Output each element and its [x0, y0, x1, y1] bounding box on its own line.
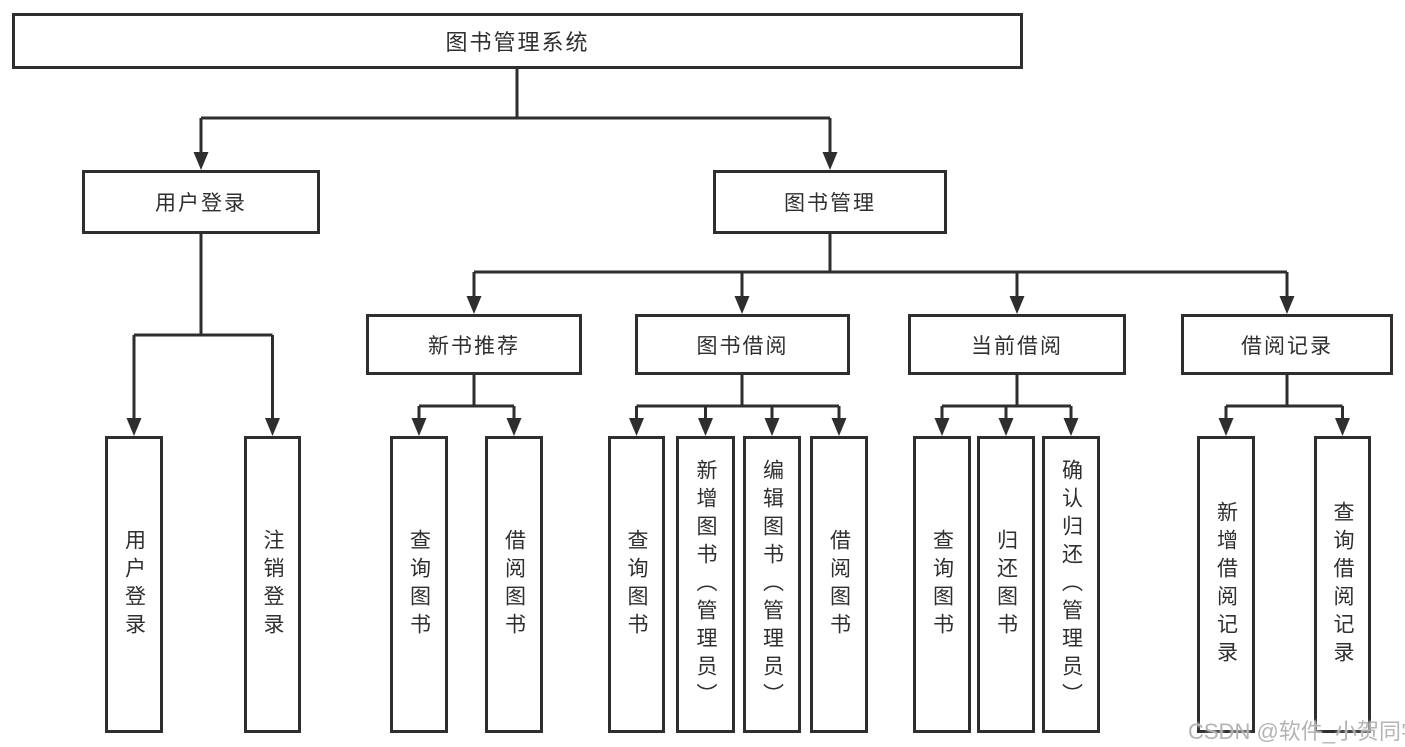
leaf-borrow-books-borrowing: 借阅图书	[810, 436, 868, 733]
leaf-confirm-return-admin-label: 确认归还（管理员）	[1059, 458, 1083, 711]
leaf-query-borrow-record-label: 查询借阅记录	[1331, 500, 1354, 669]
leaf-return-books: 归还图书	[977, 436, 1035, 733]
node-user-login-label: 用户登录	[155, 192, 247, 215]
node-new-book-recommendation: 新书推荐	[366, 314, 582, 375]
leaf-query-borrow-record: 查询借阅记录	[1314, 436, 1371, 733]
node-current-borrowing-label: 当前借阅	[971, 334, 1063, 358]
node-borrowing-records: 借阅记录	[1181, 314, 1393, 375]
leaf-query-books-recommend: 查询图书	[390, 436, 448, 733]
leaf-add-borrow-record: 新增借阅记录	[1197, 436, 1255, 733]
leaf-add-books-admin-label: 新增图书（管理员）	[694, 458, 717, 711]
leaf-query-books-recommend-label: 查询图书	[407, 528, 431, 641]
leaf-borrow-books-recommend-label: 借阅图书	[502, 528, 526, 641]
leaf-query-books-current-label: 查询图书	[930, 528, 954, 641]
node-library-management-system-label: 图书管理系统	[445, 30, 590, 55]
node-library-management-system: 图书管理系统	[12, 13, 1023, 69]
connector-arrowheads	[126, 152, 1350, 436]
node-book-borrowing-label: 图书借阅	[696, 334, 789, 358]
leaf-add-borrow-record-label: 新增借阅记录	[1214, 500, 1238, 669]
node-current-borrowing: 当前借阅	[908, 314, 1126, 375]
leaf-query-books-borrowing: 查询图书	[608, 436, 665, 733]
leaf-edit-books-admin-label: 编辑图书（管理员）	[760, 458, 784, 711]
leaf-borrow-books-recommend: 借阅图书	[485, 436, 543, 733]
node-book-management: 图书管理	[713, 170, 947, 234]
connector-paths	[132, 69, 1344, 421]
node-user-login: 用户登录	[82, 170, 320, 234]
node-book-borrowing: 图书借阅	[635, 314, 850, 375]
node-new-book-recommendation-label: 新书推荐	[428, 334, 520, 358]
node-book-management-label: 图书管理	[784, 192, 876, 215]
leaf-confirm-return-admin: 确认归还（管理员）	[1042, 436, 1100, 733]
leaf-query-books-current: 查询图书	[913, 436, 971, 733]
leaf-add-books-admin: 新增图书（管理员）	[676, 436, 735, 733]
leaf-logout-login: 注销登录	[244, 436, 301, 733]
leaf-query-books-borrowing-label: 查询图书	[625, 528, 648, 641]
leaf-borrow-books-borrowing-label: 借阅图书	[827, 528, 851, 641]
csdn-watermark: CSDN @软件_小贺同学	[1188, 719, 1405, 744]
leaf-logout-login-label: 注销登录	[261, 528, 284, 641]
node-borrowing-records-label: 借阅记录	[1241, 334, 1333, 358]
leaf-return-books-label: 归还图书	[994, 528, 1018, 641]
leaf-user-login-label: 用户登录	[122, 528, 146, 641]
leaf-user-login: 用户登录	[105, 436, 163, 733]
leaf-edit-books-admin: 编辑图书（管理员）	[743, 436, 801, 733]
